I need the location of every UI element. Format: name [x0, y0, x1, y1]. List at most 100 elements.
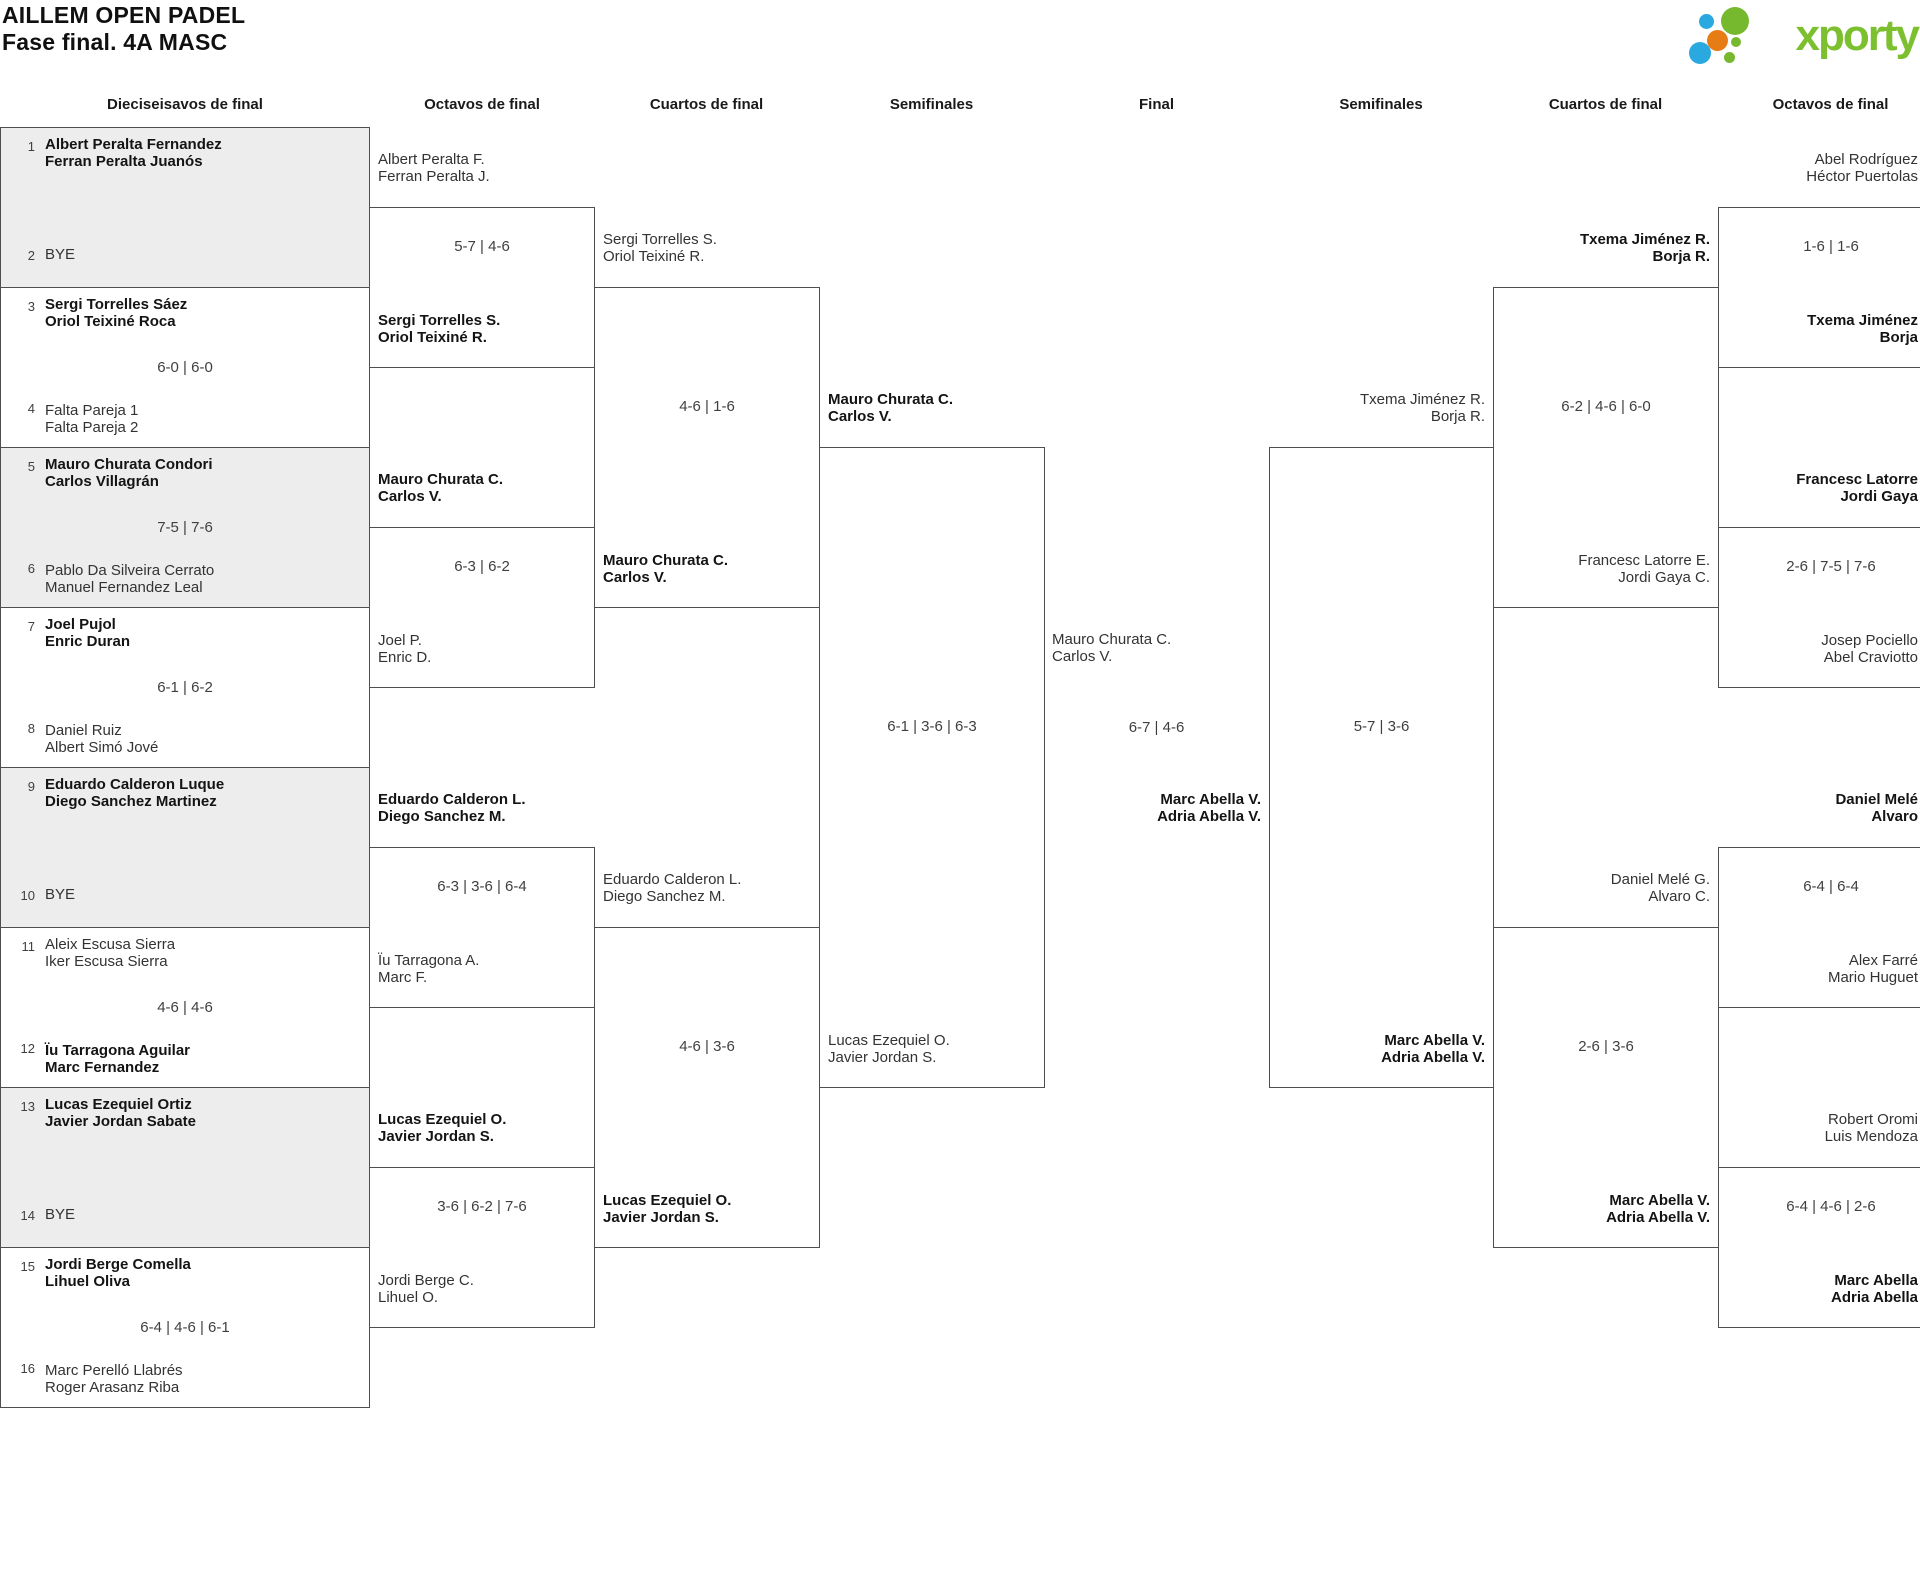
- match-cuartos-right-1: Txema Jiménez R.Borja R. 6-2 | 4-6 | 6-0…: [1493, 231, 1719, 608]
- seed-number: 5: [27, 459, 35, 474]
- logo-dot-green-big: [1721, 7, 1749, 35]
- team-pair: Joel P.Enric D.: [378, 632, 432, 666]
- match-cuartos-left-2: Eduardo Calderon L.Diego Sanchez M. 4-6 …: [594, 871, 820, 1248]
- seed-number: 2: [27, 248, 35, 263]
- score: 3-6 | 6-2 | 7-6: [437, 1197, 527, 1215]
- seed-number: 15: [20, 1259, 35, 1274]
- seed-number: 6: [27, 561, 35, 576]
- team-pair: Albert Peralta F.Ferran Peralta J.: [378, 151, 490, 185]
- score: 6-1 | 3-6 | 6-3: [887, 717, 977, 735]
- team-pair: Eduardo Calderon L.Diego Sanchez M.: [378, 791, 526, 825]
- seed-number: 14: [20, 1208, 35, 1223]
- match-octavos-left-1: Albert Peralta F.Ferran Peralta J. 5-7 |…: [369, 151, 595, 368]
- round-header-octavos-left: Octavos de final: [424, 96, 540, 113]
- score: 6-7 | 4-6: [1128, 719, 1185, 736]
- score: 6-2 | 4-6 | 6-0: [1561, 397, 1651, 415]
- team-pair: Lucas Ezequiel O.Javier Jordan S.: [828, 1032, 950, 1066]
- seed-number: 10: [20, 888, 35, 903]
- seed-number: 3: [27, 299, 35, 314]
- team-pair: Txema Jiménez R.Borja R.: [1579, 231, 1710, 265]
- seed-number: 9: [27, 779, 35, 794]
- team-pair: Lucas Ezequiel O.Javier Jordan S.: [378, 1111, 507, 1145]
- score: 6-4 | 4-6 | 2-6: [1786, 1197, 1876, 1215]
- score: 6-4 | 4-6 | 6-1: [140, 1318, 230, 1336]
- seed-number: 1: [27, 139, 35, 154]
- score: 4-6 | 4-6: [157, 998, 213, 1016]
- match-octavos-left-2: Mauro Churata C.Carlos V. 6-3 | 6-2 Joel…: [369, 471, 595, 688]
- match-cuartos-left-1: Sergi Torrelles S.Oriol Teixiné R. 4-6 |…: [594, 231, 820, 608]
- round-header-octavos-right: Octavos de final: [1772, 96, 1889, 113]
- score: 6-0 | 6-0: [157, 358, 213, 376]
- seed-number: 7: [27, 619, 35, 634]
- tournament-name: AILLEM OPEN PADEL: [2, 2, 246, 28]
- score: 6-1 | 6-2: [157, 678, 213, 696]
- round-header-cuartos-right: Cuartos de final: [1548, 96, 1663, 113]
- score: 6-3 | 6-2: [454, 557, 510, 575]
- match-cuartos-right-2: Daniel Melé G.Alvaro C. 2-6 | 3-6 Marc A…: [1493, 871, 1719, 1248]
- team-pair: BYE: [45, 1206, 76, 1223]
- match-semifinal-right: Txema Jiménez R.Borja R. 5-7 | 3-6 Marc …: [1269, 391, 1494, 1088]
- team-pair: Jordi Berge C.Lihuel O.: [378, 1272, 474, 1306]
- match-octavos-left-4: Lucas Ezequiel O.Javier Jordan S. 3-6 | …: [369, 1111, 595, 1328]
- score: 6-3 | 3-6 | 6-4: [437, 877, 527, 895]
- team-pair: Ïu Tarragona A.Marc F.: [378, 952, 480, 986]
- score: 1-6 | 1-6: [1803, 237, 1859, 255]
- score: 4-6 | 3-6: [679, 1037, 735, 1055]
- seed-number: 16: [20, 1361, 35, 1376]
- logo-dot-orange: [1707, 30, 1728, 51]
- logo-dot-blue-small: [1699, 14, 1714, 29]
- seed-number: 11: [21, 939, 36, 954]
- team-pair: Marc Abella V.Adria Abella V.: [1606, 1192, 1710, 1226]
- team-pair: Marc Abella V.Adria Abella V.: [1381, 1032, 1485, 1066]
- score: 5-7 | 4-6: [454, 237, 510, 255]
- round-header-dieciseisavos: Dieciseisavos de final: [107, 96, 263, 113]
- round-header-final: Final: [1138, 96, 1174, 113]
- seed-number: 4: [27, 401, 35, 416]
- seed-number: 8: [27, 721, 35, 736]
- round-header-semifinales-left: Semifinales: [889, 96, 974, 113]
- match-octavos-left-3: Eduardo Calderon L.Diego Sanchez M. 6-3 …: [369, 791, 595, 1008]
- logo-wordmark: xporty: [1795, 11, 1920, 60]
- logo-dot-blue-big: [1689, 42, 1711, 64]
- team-pair: Sergi Torrelles S.Oriol Teixiné R.: [603, 231, 717, 265]
- page-title: AILLEM OPEN PADEL Fase final. 4A MASC: [2, 2, 245, 56]
- logo-dot-green-small-1: [1731, 37, 1741, 47]
- logo-dot-green-small-2: [1724, 52, 1735, 63]
- team-pair: BYE: [45, 246, 76, 263]
- seed-number: 12: [20, 1041, 35, 1056]
- team-pair: Eduardo Calderon L.Diego Sanchez M.: [603, 871, 742, 905]
- score: 5-7 | 3-6: [1353, 717, 1410, 735]
- team-pair: Lucas Ezequiel O.Javier Jordan S.: [603, 1192, 732, 1226]
- score: 2-6 | 7-5 | 7-6: [1786, 557, 1876, 575]
- team-pair: Txema Jiménez R.Borja R.: [1359, 391, 1485, 425]
- score: 2-6 | 3-6: [1578, 1037, 1634, 1055]
